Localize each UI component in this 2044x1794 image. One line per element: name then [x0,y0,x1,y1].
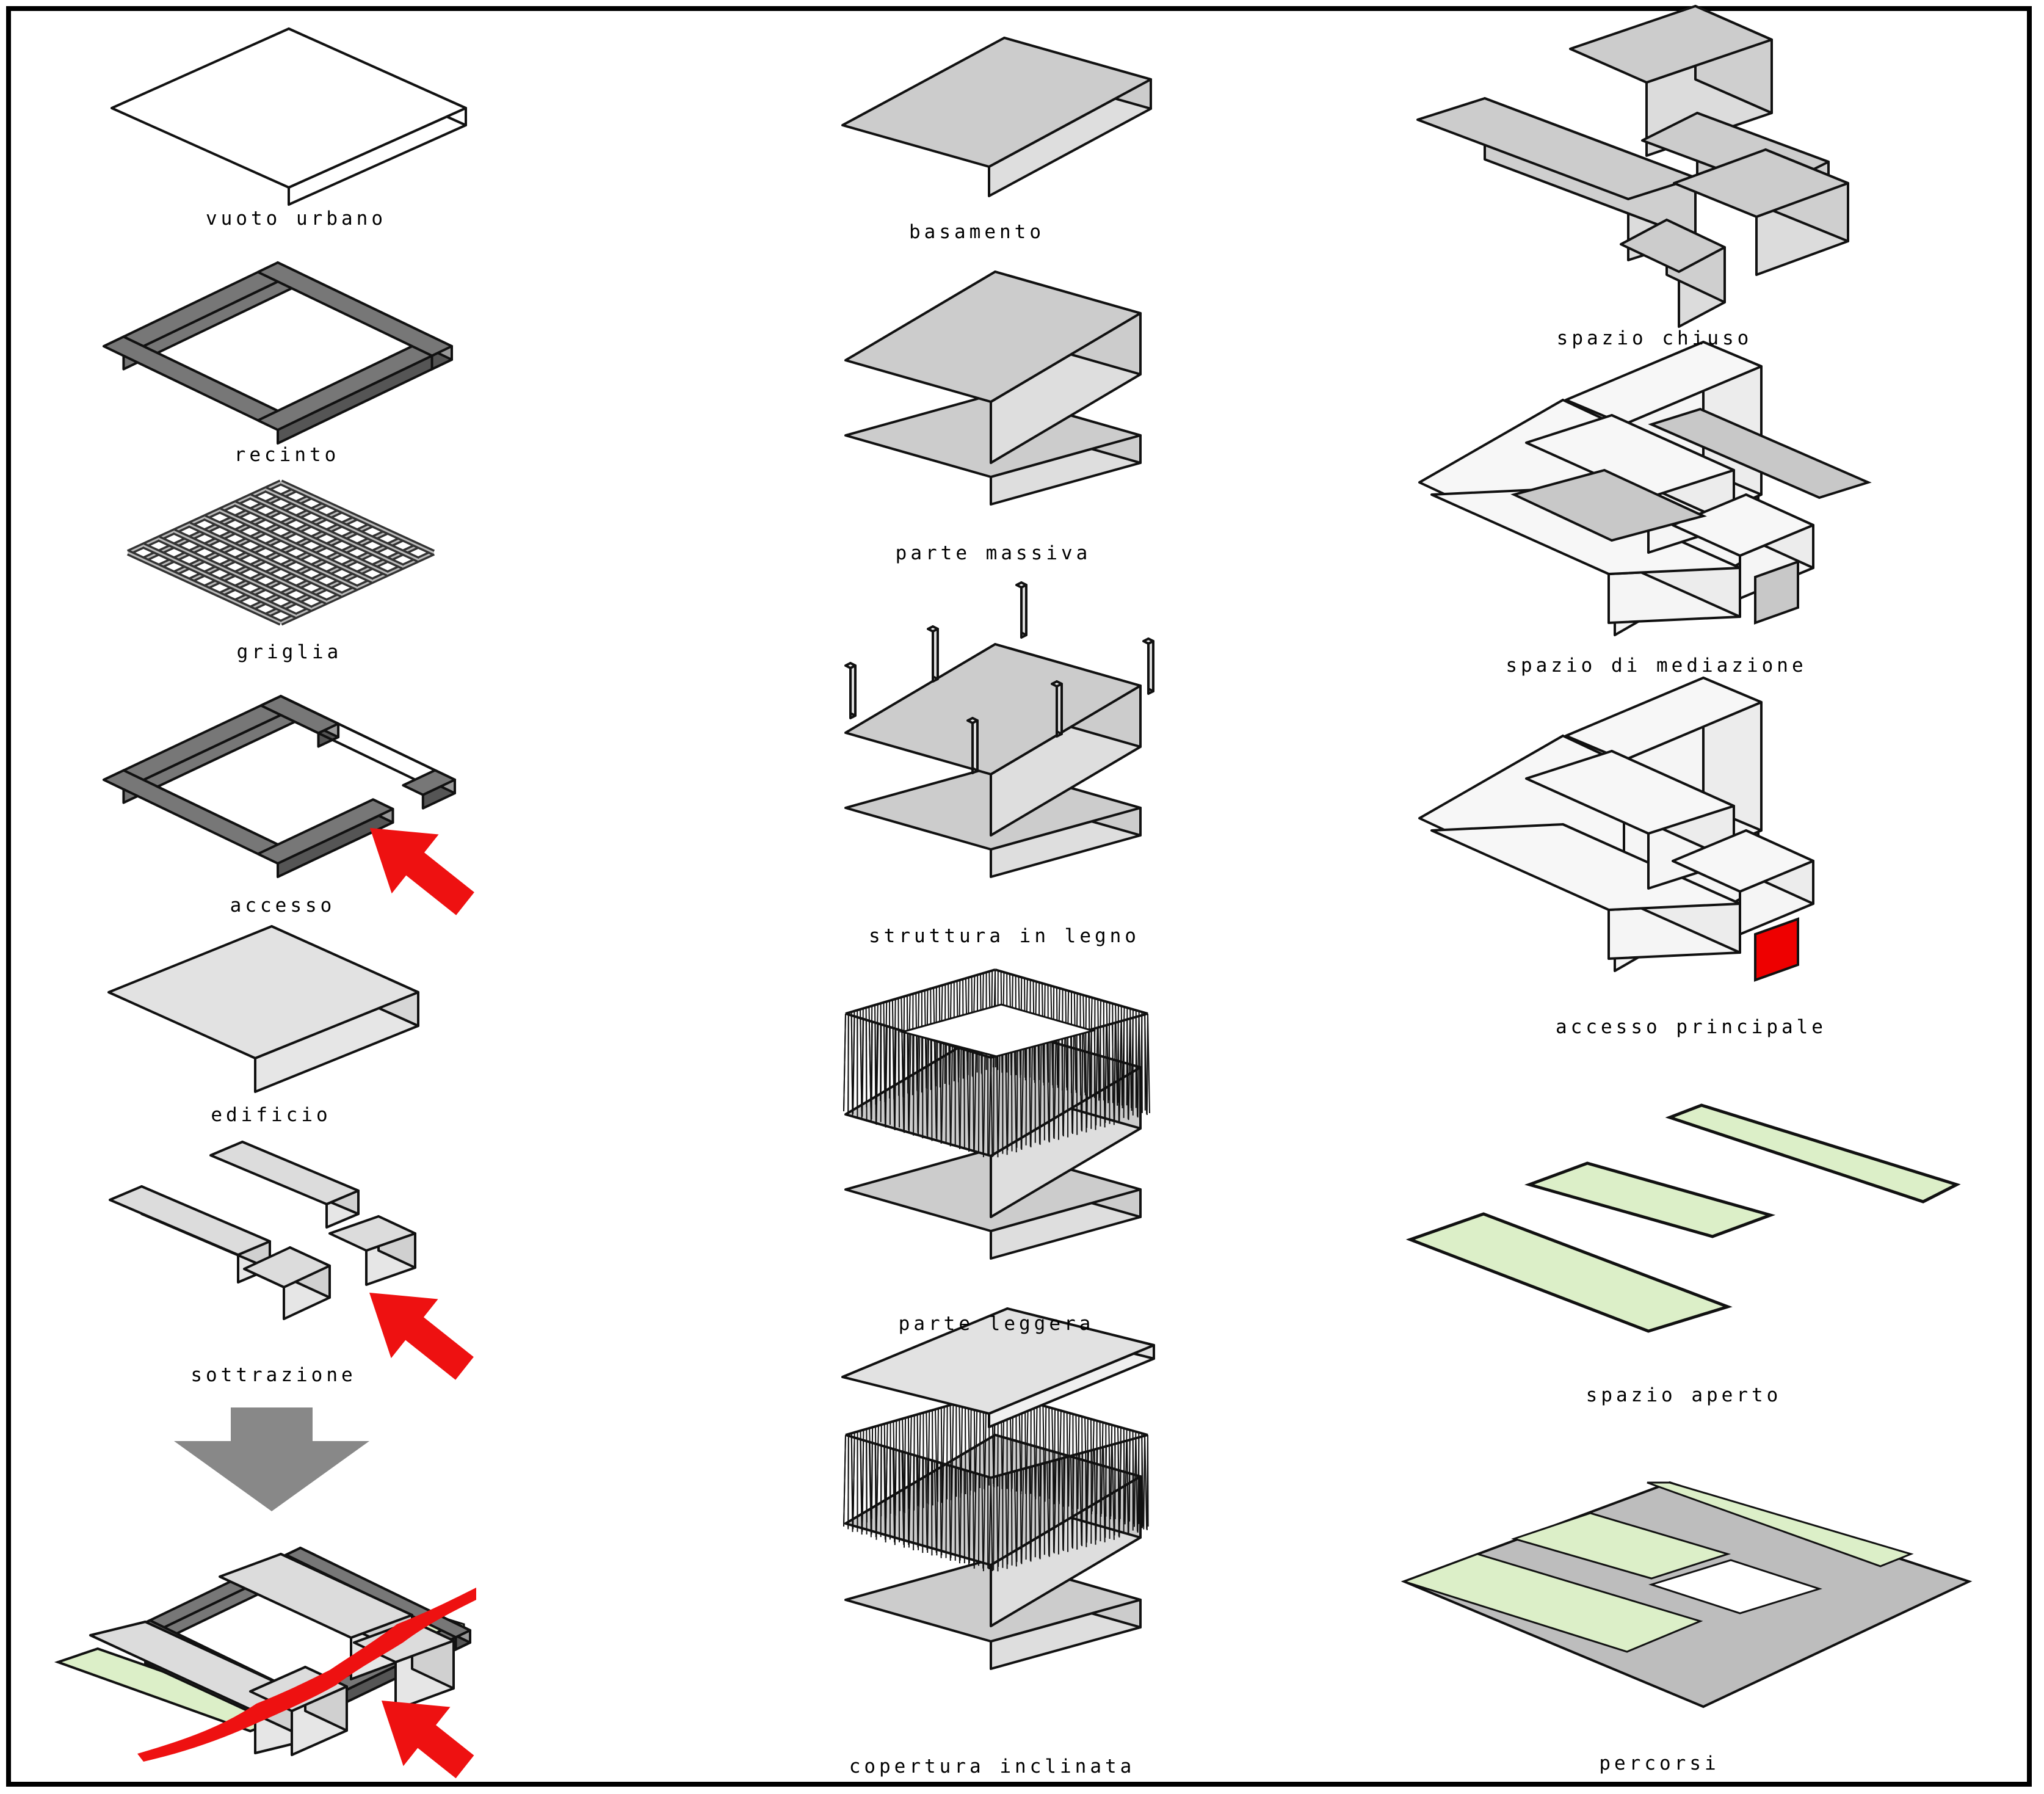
open-frame-icon [104,696,474,915]
subtracted-blocks-icon [110,1142,474,1380]
caption-spazio-di-mediazione: spazio di mediazione [1506,655,1807,677]
caption-sottrazione: sottrazione [190,1364,356,1386]
caption-copertura-inclinata: copertura inclinata [849,1756,1136,1778]
main-entrance-icon [1419,678,1813,980]
composite-site-icon [58,1548,476,1778]
open-strips-icon [1410,1105,1957,1331]
caption-griglia: griglia [237,641,342,663]
massive-block-icon [846,272,1140,504]
caption-edificio: edificio [211,1104,331,1126]
thin-slab-icon [112,29,466,205]
caption-percorsi: percorsi [1599,1752,1719,1774]
closed-volumes-icon [1418,6,1848,327]
caption-recinto: recinto [234,444,340,466]
paths-icon [1404,1483,1969,1707]
caption-struttura-in-legno: struttura in legno [869,925,1140,947]
caption-basamento: basamento [909,221,1045,243]
light-screen-icon [844,970,1150,1258]
mediation-volumes-icon [1419,342,1868,635]
caption-accesso: accesso [230,895,336,917]
caption-parte-leggera: parte leggera [899,1313,1095,1335]
caption-spazio-chiuso: spazio chiuso [1557,327,1753,349]
caption-parte-massiva: parte massiva [896,542,1092,564]
timber-columns-icon [846,583,1153,877]
woven-grid-icon [128,482,433,623]
caption-accesso-principale: accesso principale [1556,1016,1827,1038]
down-arrow-icon [174,1407,369,1511]
square-frame-icon [104,263,452,443]
caption-spazio-aperto: spazio aperto [1586,1384,1782,1406]
base-slab-icon [843,38,1151,196]
solid-block-icon [109,926,418,1092]
sloped-roof-icon [843,1309,1154,1669]
caption-vuoto-urbano: vuoto urbano [206,208,386,230]
